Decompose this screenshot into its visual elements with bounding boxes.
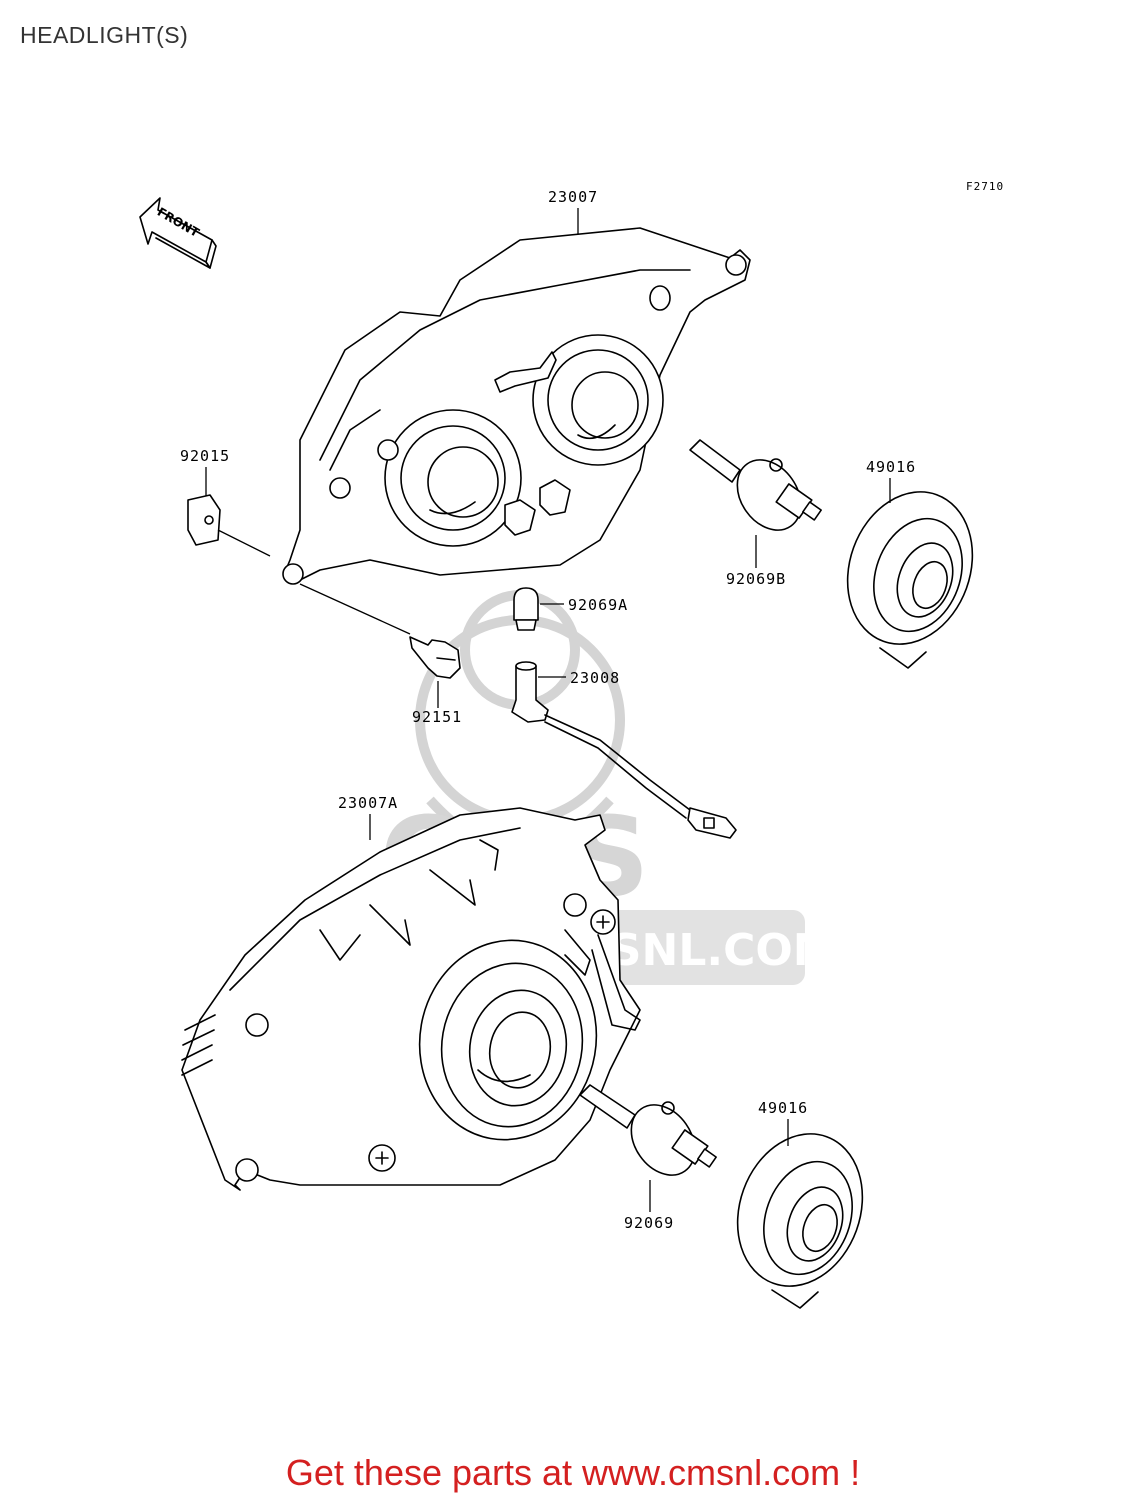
bolt-92151 xyxy=(409,636,461,679)
label-49016-upper: 49016 xyxy=(866,458,916,476)
label-23007: 23007 xyxy=(548,188,598,206)
bulb-92069 xyxy=(579,1084,717,1176)
socket-harness-23008 xyxy=(511,661,737,839)
label-92069b: 92069B xyxy=(726,570,786,588)
upper-headlight-assembly xyxy=(282,227,751,585)
cap-49016-upper xyxy=(846,491,974,669)
lower-headlight-assembly xyxy=(181,807,641,1191)
front-arrow-icon: FRONT xyxy=(139,197,217,269)
label-92015: 92015 xyxy=(180,447,230,465)
figure-code: F2710 xyxy=(966,180,1004,193)
page-title: HEADLIGHT(S) xyxy=(20,22,189,48)
bulb-92069b xyxy=(689,439,822,531)
clip-92015 xyxy=(187,494,221,546)
label-92151: 92151 xyxy=(412,708,462,726)
label-92069: 92069 xyxy=(624,1214,674,1232)
label-92069a: 92069A xyxy=(568,596,628,614)
cap-49016-lower xyxy=(736,1133,864,1309)
label-49016-lower: 49016 xyxy=(758,1099,808,1117)
footer-link[interactable]: Get these parts at www.cmsnl.com ! xyxy=(285,1452,861,1493)
label-23007a: 23007A xyxy=(338,794,398,812)
bulb-92069a xyxy=(513,587,539,631)
label-23008: 23008 xyxy=(570,669,620,687)
